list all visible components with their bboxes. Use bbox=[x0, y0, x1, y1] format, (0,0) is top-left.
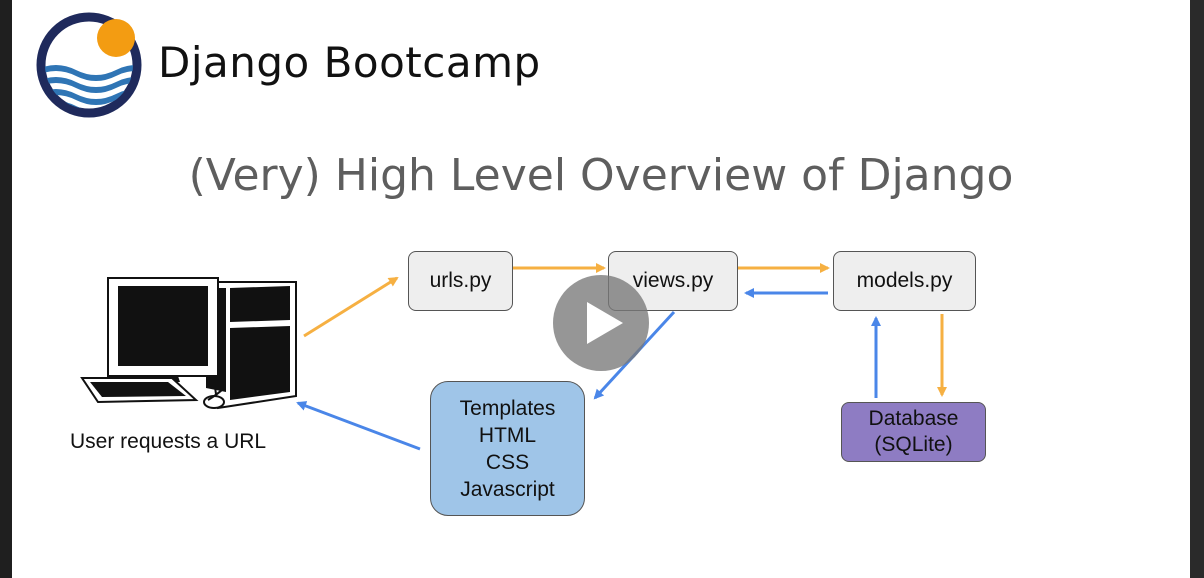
arrow-templates-to-user bbox=[296, 401, 421, 451]
urls-py-label: urls.py bbox=[429, 269, 492, 292]
play-button[interactable] bbox=[553, 275, 649, 371]
play-icon bbox=[587, 302, 623, 344]
database-label: Database bbox=[868, 407, 959, 430]
css-label: CSS bbox=[485, 450, 530, 474]
sqlite-label: (SQLite) bbox=[874, 433, 953, 456]
sun-over-waves-logo bbox=[36, 12, 142, 118]
arrow-user-to-urls bbox=[303, 276, 399, 338]
computer-icon bbox=[80, 277, 297, 410]
slide-title: (Very) High Level Overview of Django bbox=[188, 150, 1014, 201]
user-request-caption: User requests a URL bbox=[70, 430, 267, 453]
models-py-box: models.py bbox=[833, 251, 976, 311]
window-edge bbox=[1190, 0, 1204, 578]
html-label: HTML bbox=[478, 423, 537, 447]
views-py-box: views.py bbox=[608, 251, 738, 311]
database-box: Database (SQLite) bbox=[841, 402, 986, 462]
slide: Django Bootcamp (Very) High Level Overvi… bbox=[12, 0, 1190, 578]
javascript-label: Javascript bbox=[460, 477, 555, 501]
templates-label: Templates bbox=[459, 396, 556, 420]
models-py-label: models.py bbox=[856, 269, 953, 292]
templates-box: Templates HTML CSS Javascript bbox=[430, 381, 585, 516]
views-py-label: views.py bbox=[632, 269, 714, 292]
django-flow-diagram bbox=[296, 263, 947, 451]
brand-name: Django Bootcamp bbox=[158, 38, 541, 87]
urls-py-box: urls.py bbox=[408, 251, 513, 311]
